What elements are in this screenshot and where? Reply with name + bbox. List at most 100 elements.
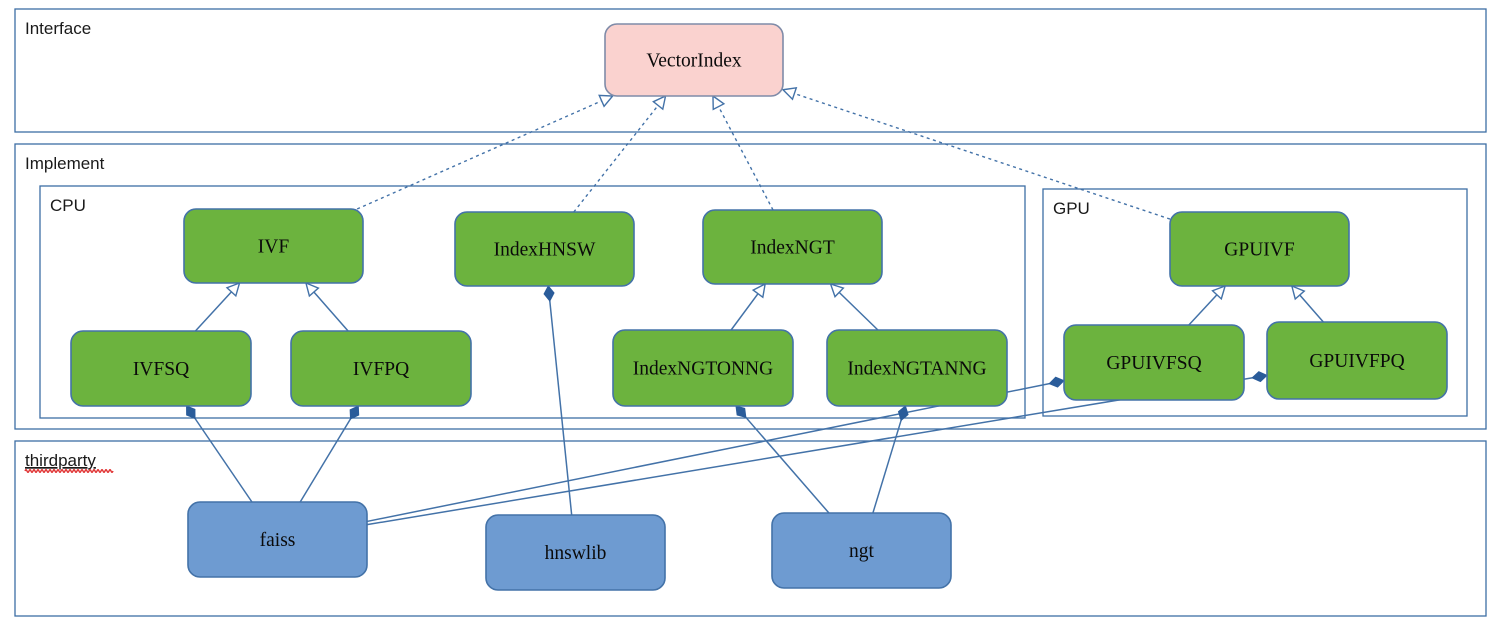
edge-e-faiss-ivfsq	[186, 405, 253, 503]
edge-e-ivf-vectorindex	[356, 94, 615, 210]
node-box-indexngtanng[interactable]	[826, 329, 1008, 407]
edge-e-indexngt-vectorindex	[712, 94, 774, 211]
node-vectorindex[interactable]: VectorIndex	[604, 23, 784, 97]
node-gpuivfpq[interactable]: GPUIVFPQ	[1266, 321, 1448, 400]
node-ngt[interactable]: ngt	[771, 512, 952, 589]
spellcheck-underline-thirdparty	[24, 469, 114, 473]
generalization-arrowhead-e-gpuivfsq-gpuivf	[1211, 284, 1227, 301]
composition-diamond-e-faiss-gpuivfpq	[1251, 371, 1268, 383]
edge-e-gpuivf-vectorindex	[781, 87, 1171, 220]
composition-diamond-e-hnswlib-indexhnsw	[543, 285, 555, 302]
edge-line-e-faiss-ivfpq	[299, 416, 353, 503]
node-box-indexngtonng[interactable]	[612, 329, 794, 407]
generalization-arrowhead-e-ivfsq-ivf	[225, 281, 241, 298]
group-border-cpu	[39, 185, 1026, 419]
node-indexngtonng[interactable]: IndexNGTONNG	[612, 329, 794, 407]
node-indexngtanng[interactable]: IndexNGTANNG	[826, 329, 1008, 407]
node-gpuivfsq[interactable]: GPUIVFSQ	[1063, 324, 1245, 401]
node-box-ivfpq[interactable]	[290, 330, 472, 407]
node-label-gpuivfsq: GPUIVFSQ	[1106, 353, 1201, 374]
node-ivfpq[interactable]: IVFPQ	[290, 330, 472, 407]
group-label-implement: Implement	[25, 154, 105, 173]
group-border-gpu	[1042, 188, 1468, 417]
node-box-gpuivfpq[interactable]	[1266, 321, 1448, 400]
edge-e-ivfsq-ivf	[194, 281, 241, 332]
node-label-indexngt: IndexNGT	[750, 238, 835, 259]
group-cpu: CPU	[39, 185, 1026, 419]
group-gpu: GPU	[1042, 188, 1468, 417]
node-box-indexngt[interactable]	[702, 209, 883, 285]
edge-line-e-gpuivf-vectorindex	[794, 92, 1171, 220]
node-label-indexngtanng: IndexNGTANNG	[847, 359, 986, 380]
node-box-hnswlib[interactable]	[485, 514, 666, 591]
node-ivf[interactable]: IVF	[183, 208, 364, 284]
node-label-vectorindex: VectorIndex	[646, 51, 742, 72]
node-box-faiss[interactable]	[187, 501, 368, 578]
edge-e-gpuivfpq-gpuivf	[1290, 284, 1324, 323]
edge-e-ngt-indexngtanng	[872, 405, 909, 514]
group-border-interface	[14, 8, 1487, 133]
edge-line-e-indexngt-vectorindex	[717, 106, 774, 211]
edge-line-e-hnswlib-indexhnsw	[548, 298, 573, 516]
group-thirdparty: thirdparty	[14, 440, 1487, 617]
edge-line-e-gpuivfpq-gpuivf	[1299, 294, 1324, 323]
group-interface: Interface	[14, 8, 1487, 133]
node-box-ivf[interactable]	[183, 208, 364, 284]
node-indexhnsw[interactable]: IndexHNSW	[454, 211, 635, 287]
generalization-arrowhead-e-ivfpq-ivf	[304, 281, 320, 298]
node-box-indexhnsw[interactable]	[454, 211, 635, 287]
composition-diamond-e-ngt-indexngtanng	[897, 405, 909, 422]
group-border-thirdparty	[14, 440, 1487, 617]
generalization-arrowhead-e-ngtanng-indexngt	[829, 282, 845, 298]
node-box-vectorindex[interactable]	[604, 23, 784, 97]
node-label-ivfsq: IVFSQ	[133, 359, 189, 380]
edge-e-faiss-ivfpq	[299, 405, 360, 503]
composition-diamond-e-faiss-ivfpq	[349, 405, 360, 420]
group-label-interface: Interface	[25, 19, 91, 38]
node-box-gpuivfsq[interactable]	[1063, 324, 1245, 401]
edge-e-ngt-indexngtonng	[735, 405, 830, 514]
group-label-thirdparty: thirdparty	[25, 451, 96, 470]
generalization-arrowhead-e-gpuivfpq-gpuivf	[1290, 284, 1306, 301]
group-border-implement	[14, 143, 1487, 430]
node-box-ngt[interactable]	[771, 512, 952, 589]
edge-line-e-ngt-indexngtanng	[872, 418, 903, 514]
edge-e-gpuivfsq-gpuivf	[1188, 284, 1227, 326]
composition-diamond-e-ngt-indexngtonng	[735, 405, 747, 419]
node-hnswlib[interactable]: hnswlib	[485, 514, 666, 591]
node-box-ivfsq[interactable]	[70, 330, 252, 407]
edge-e-ngtanng-indexngt	[829, 282, 879, 331]
edge-line-e-ivfsq-ivf	[194, 291, 232, 332]
node-label-faiss: faiss	[260, 530, 296, 551]
generalization-arrowhead-e-indexhnsw-vectorindex	[652, 94, 667, 111]
edge-line-e-ivf-vectorindex	[356, 100, 602, 210]
edge-line-e-ivfpq-ivf	[313, 291, 349, 332]
group-label-cpu: CPU	[50, 196, 86, 215]
edge-e-ivfpq-ivf	[304, 281, 349, 332]
edge-line-e-indexhnsw-vectorindex	[573, 104, 659, 213]
edge-line-e-faiss-gpuivfpq	[366, 376, 1255, 526]
node-indexngt[interactable]: IndexNGT	[702, 209, 883, 285]
node-ivfsq[interactable]: IVFSQ	[70, 330, 252, 407]
edges	[186, 87, 1324, 526]
generalization-arrowhead-e-ivf-vectorindex	[598, 94, 615, 108]
node-gpuivf[interactable]: GPUIVF	[1169, 211, 1350, 287]
node-box-gpuivf[interactable]	[1169, 211, 1350, 287]
edge-e-hnswlib-indexhnsw	[543, 285, 573, 516]
node-label-gpuivfpq: GPUIVFPQ	[1309, 351, 1404, 372]
composition-diamond-e-faiss-ivfsq	[186, 405, 196, 420]
generalization-arrowhead-e-gpuivf-vectorindex	[781, 87, 798, 101]
edge-line-e-gpuivfsq-gpuivf	[1188, 294, 1218, 326]
edge-line-e-faiss-ivfsq	[193, 416, 253, 503]
edge-line-e-ngt-indexngtonng	[743, 415, 830, 514]
node-faiss[interactable]: faiss	[187, 501, 368, 578]
edge-line-e-ngtanng-indexngt	[838, 291, 879, 331]
node-label-indexngtonng: IndexNGTONNG	[633, 359, 773, 380]
composition-diamond-e-faiss-gpuivfsq	[1048, 376, 1065, 388]
edge-e-indexhnsw-vectorindex	[573, 94, 667, 213]
group-label-gpu: GPU	[1053, 199, 1090, 218]
